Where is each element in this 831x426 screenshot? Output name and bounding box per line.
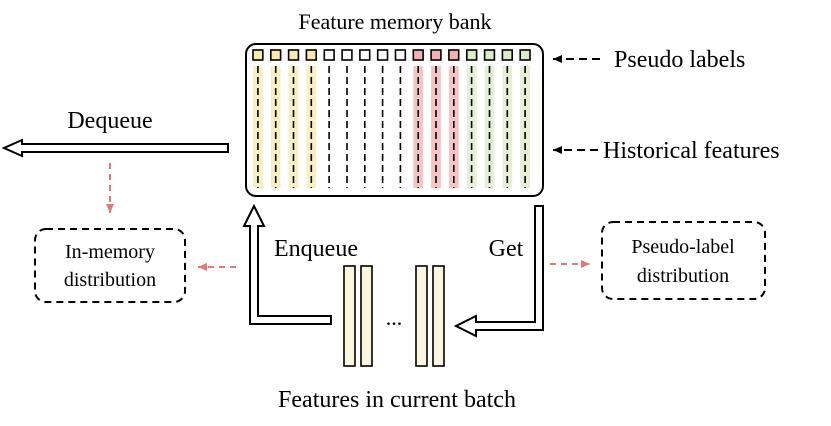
pseudo-dist-label-line1: Pseudo-label <box>631 236 735 258</box>
features-ellipsis: ... <box>386 305 403 330</box>
in-memory-label-line1: In-memory <box>65 241 155 263</box>
memory-bank-columns <box>252 49 531 188</box>
feature-vector <box>432 265 445 367</box>
current-batch-features <box>343 265 445 367</box>
pseudo-label-slot <box>465 49 478 61</box>
pseudo-label-slot <box>501 49 513 61</box>
features-batch-label: Features in current batch <box>278 387 516 413</box>
pseudo-label-slot <box>359 49 371 61</box>
pseudo-label-slot <box>394 49 407 61</box>
dequeue-arrow <box>1 138 229 158</box>
pseudo-label-slot <box>287 49 300 61</box>
pseudo-label-slot <box>430 49 442 61</box>
pseudo-dist-label-line2: distribution <box>637 265 729 287</box>
historical-features-label: Historical features <box>603 138 780 164</box>
dequeue-label: Dequeue <box>67 108 152 134</box>
enqueue-label: Enqueue <box>274 236 358 262</box>
in-memory-label-line2: distribution <box>64 269 156 291</box>
get-label: Get <box>489 236 524 262</box>
feature-vector <box>343 265 356 367</box>
pseudo-label-slot <box>448 49 460 61</box>
pseudo-label-distribution-box <box>601 221 766 300</box>
pseudo-label-slot <box>483 49 496 61</box>
enqueue-arrow <box>242 203 332 325</box>
memory-bank-title: Feature memory bank <box>298 9 491 34</box>
pseudo-label-slot <box>376 49 389 61</box>
pseudo-label-slot <box>252 49 264 61</box>
feature-vector <box>415 265 428 367</box>
pseudo-label-slot <box>323 49 335 61</box>
pseudo-label-slot <box>412 49 424 61</box>
pseudo-label-slot <box>269 49 282 61</box>
memory-bank <box>245 43 544 197</box>
pseudo-label-slot <box>519 49 531 61</box>
feature-vector <box>360 265 373 367</box>
pseudo-label-slot <box>305 49 317 61</box>
pseudo-label-slot <box>341 49 353 61</box>
get-arrow <box>453 205 544 338</box>
in-memory-distribution-box <box>34 228 186 303</box>
pseudo-labels-label: Pseudo labels <box>614 47 745 73</box>
